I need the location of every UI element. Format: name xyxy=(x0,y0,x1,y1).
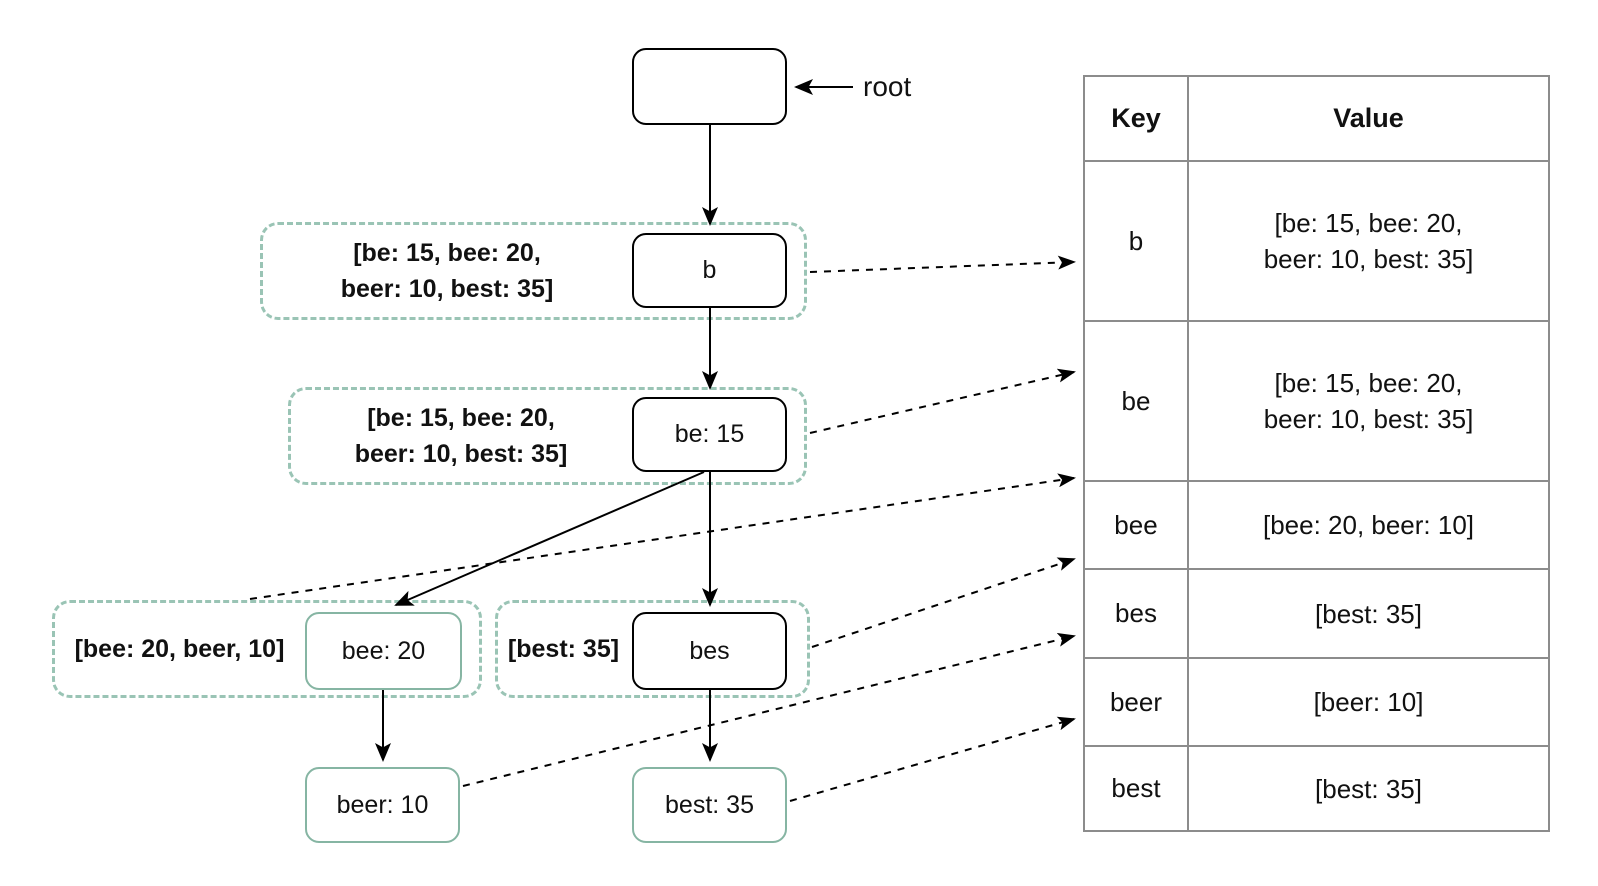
node-bee-label: bee: 20 xyxy=(341,636,426,665)
table-row: bes [best: 35] xyxy=(1083,568,1550,659)
node-root xyxy=(632,48,787,125)
key-cell: b xyxy=(1083,160,1189,322)
key-cell: best xyxy=(1083,745,1189,832)
node-beer-label: beer: 10 xyxy=(336,790,429,819)
table-row: bee [bee: 20, beer: 10] xyxy=(1083,480,1550,570)
annotation-label-bes: [best: 35] xyxy=(507,635,620,663)
table-row: beer [beer: 10] xyxy=(1083,657,1550,747)
mapping-arrow-beer xyxy=(462,633,1076,787)
key-cell: be xyxy=(1083,320,1189,482)
mapping-arrow-bes xyxy=(811,557,1076,648)
annotation-box-bes xyxy=(495,600,810,698)
value-cell: [best: 35] xyxy=(1187,745,1550,832)
value-column-header: Value xyxy=(1187,75,1550,162)
annotation-label-bee: [bee: 20, beer, 10] xyxy=(74,635,285,663)
node-best-label: best: 35 xyxy=(665,790,754,819)
node-b-label: b xyxy=(702,256,717,284)
table-header-row: Key Value xyxy=(1083,75,1550,162)
mapping-arrow-bee xyxy=(249,473,1076,600)
key-value-table: Key Value b [be: 15, bee: 20, beer: 10, … xyxy=(1083,75,1550,832)
key-cell: bee xyxy=(1083,480,1189,570)
node-bee: bee: 20 xyxy=(305,612,462,690)
node-be: be: 15 xyxy=(632,397,787,472)
node-be-label: be: 15 xyxy=(674,420,745,448)
value-cell: [bee: 20, beer: 10] xyxy=(1187,480,1550,570)
key-cell: bes xyxy=(1083,568,1189,659)
annotation-box-be xyxy=(288,387,807,485)
table-row: be [be: 15, bee: 20, beer: 10, best: 35] xyxy=(1083,320,1550,482)
annotation-label-b: [be: 15, bee: 20, beer: 10, best: 35] xyxy=(340,239,554,303)
annotation-box-bee xyxy=(52,600,482,698)
node-bes: bes xyxy=(632,612,787,690)
node-beer: beer: 10 xyxy=(305,767,460,843)
annotation-box-b xyxy=(260,222,807,320)
value-cell: [be: 15, bee: 20, beer: 10, best: 35] xyxy=(1187,320,1550,482)
node-best: best: 35 xyxy=(632,767,787,843)
mapping-arrow-b xyxy=(809,255,1076,273)
key-cell: beer xyxy=(1083,657,1189,747)
value-cell: [best: 35] xyxy=(1187,568,1550,659)
table-row: best [best: 35] xyxy=(1083,745,1550,832)
value-cell: [be: 15, bee: 20, beer: 10, best: 35] xyxy=(1187,160,1550,322)
table-row: b [be: 15, bee: 20, beer: 10, best: 35] xyxy=(1083,160,1550,322)
root-pointer-label: root xyxy=(863,71,912,102)
node-bes-label: bes xyxy=(689,636,730,665)
edge-be-to-bee xyxy=(394,471,705,606)
mapping-arrow-be xyxy=(809,368,1076,434)
value-cell: [beer: 10] xyxy=(1187,657,1550,747)
annotation-label-be: [be: 15, bee: 20, beer: 10, best: 35] xyxy=(354,404,568,468)
key-column-header: Key xyxy=(1083,75,1189,162)
mapping-arrow-best xyxy=(789,716,1076,802)
node-b: b xyxy=(632,233,787,308)
